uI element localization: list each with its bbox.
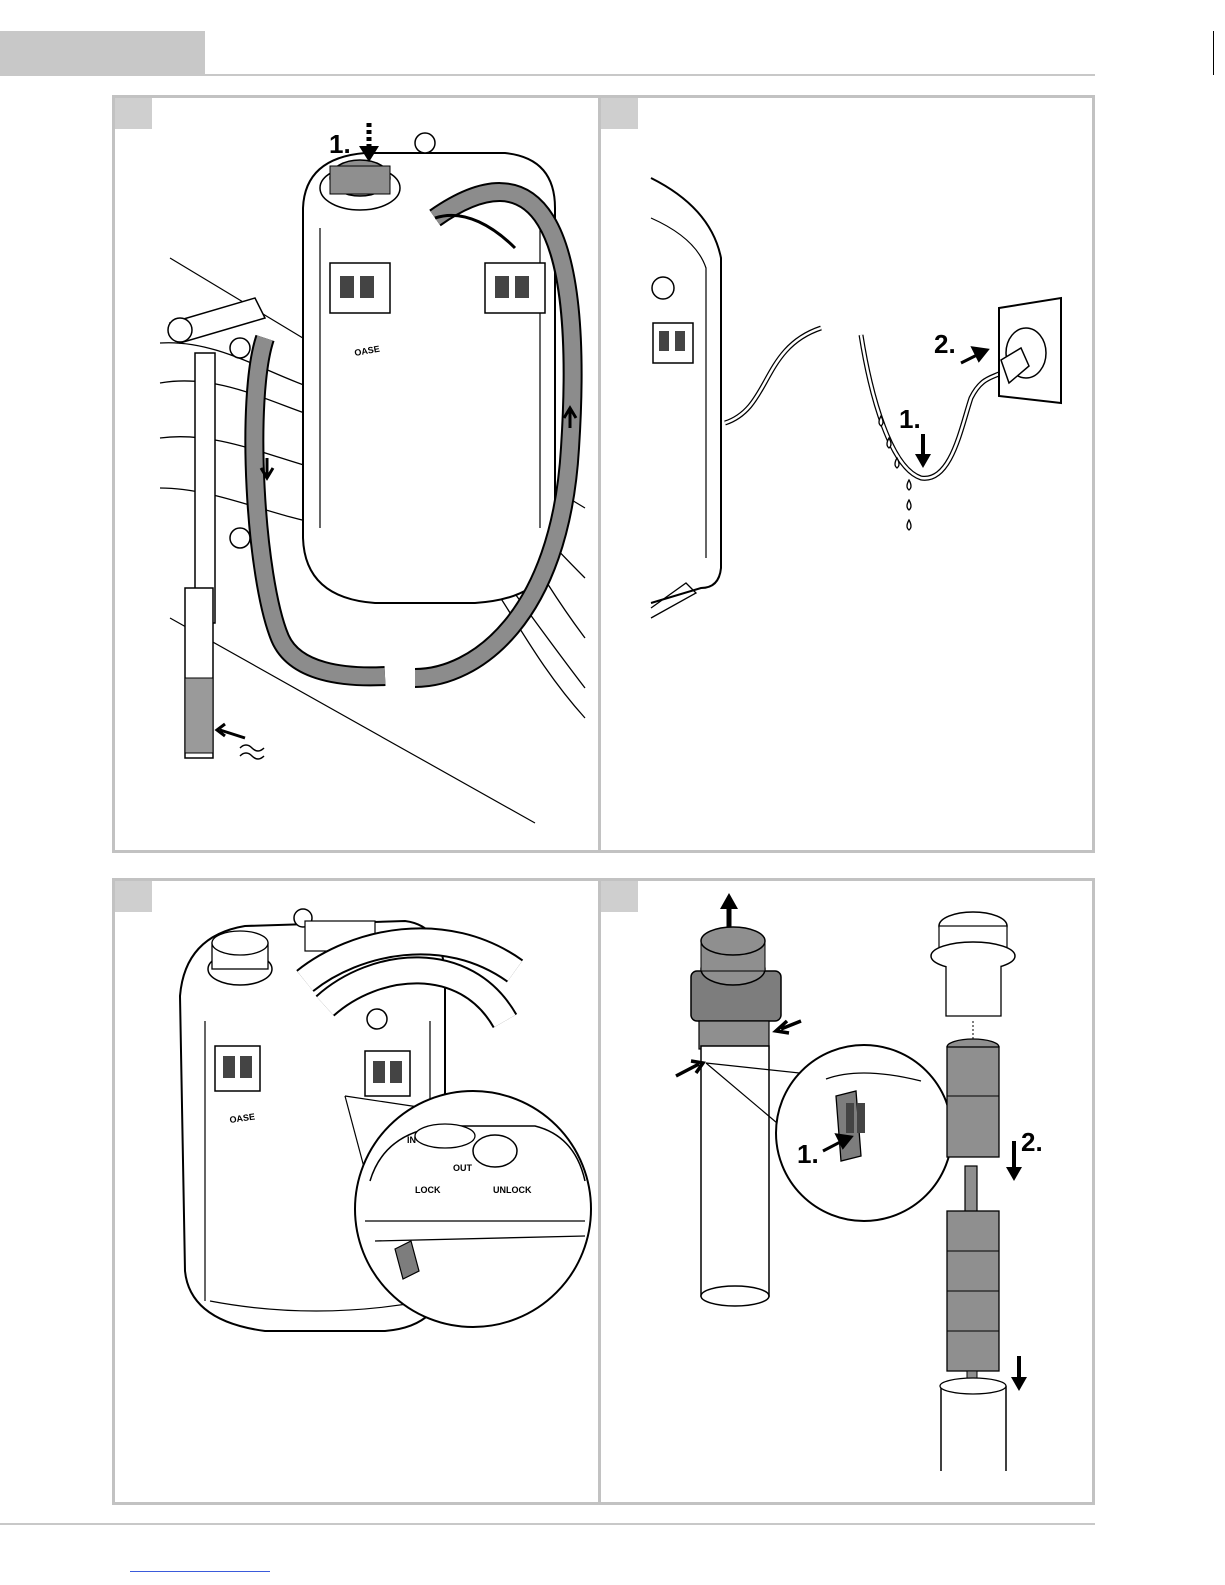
step-1-label: 1. <box>329 129 351 159</box>
panel-lock-detail: OASE IN OUT LOCK UNLOCK <box>112 878 601 1505</box>
header-tab <box>0 31 205 75</box>
lock-label: LOCK <box>415 1185 441 1195</box>
footer-rule <box>0 1523 1095 1525</box>
step-2-label: 2. <box>934 329 956 359</box>
disassembly-illustration: 1. 2. <box>601 881 1095 1505</box>
in-label: IN <box>407 1135 416 1145</box>
panel-drip-loop-plug: 2. 1. <box>598 95 1095 853</box>
panel-priming-filter: OASE 1. <box>112 95 601 853</box>
footer-link-underline[interactable] <box>130 1571 270 1572</box>
step-1-label: 1. <box>899 404 921 434</box>
step-2-label: 2. <box>1021 1127 1043 1157</box>
step-1-label: 1. <box>797 1139 819 1169</box>
priming-illustration: OASE 1. <box>115 98 601 853</box>
panel-disassembly: 1. 2. <box>598 878 1095 1505</box>
lock-illustration: OASE IN OUT LOCK UNLOCK <box>115 881 601 1505</box>
page-edge-mark <box>1213 31 1214 75</box>
plug-illustration: 2. 1. <box>601 98 1095 853</box>
unlock-label: UNLOCK <box>493 1185 532 1195</box>
out-label: OUT <box>453 1163 473 1173</box>
header-rule <box>0 74 1095 76</box>
